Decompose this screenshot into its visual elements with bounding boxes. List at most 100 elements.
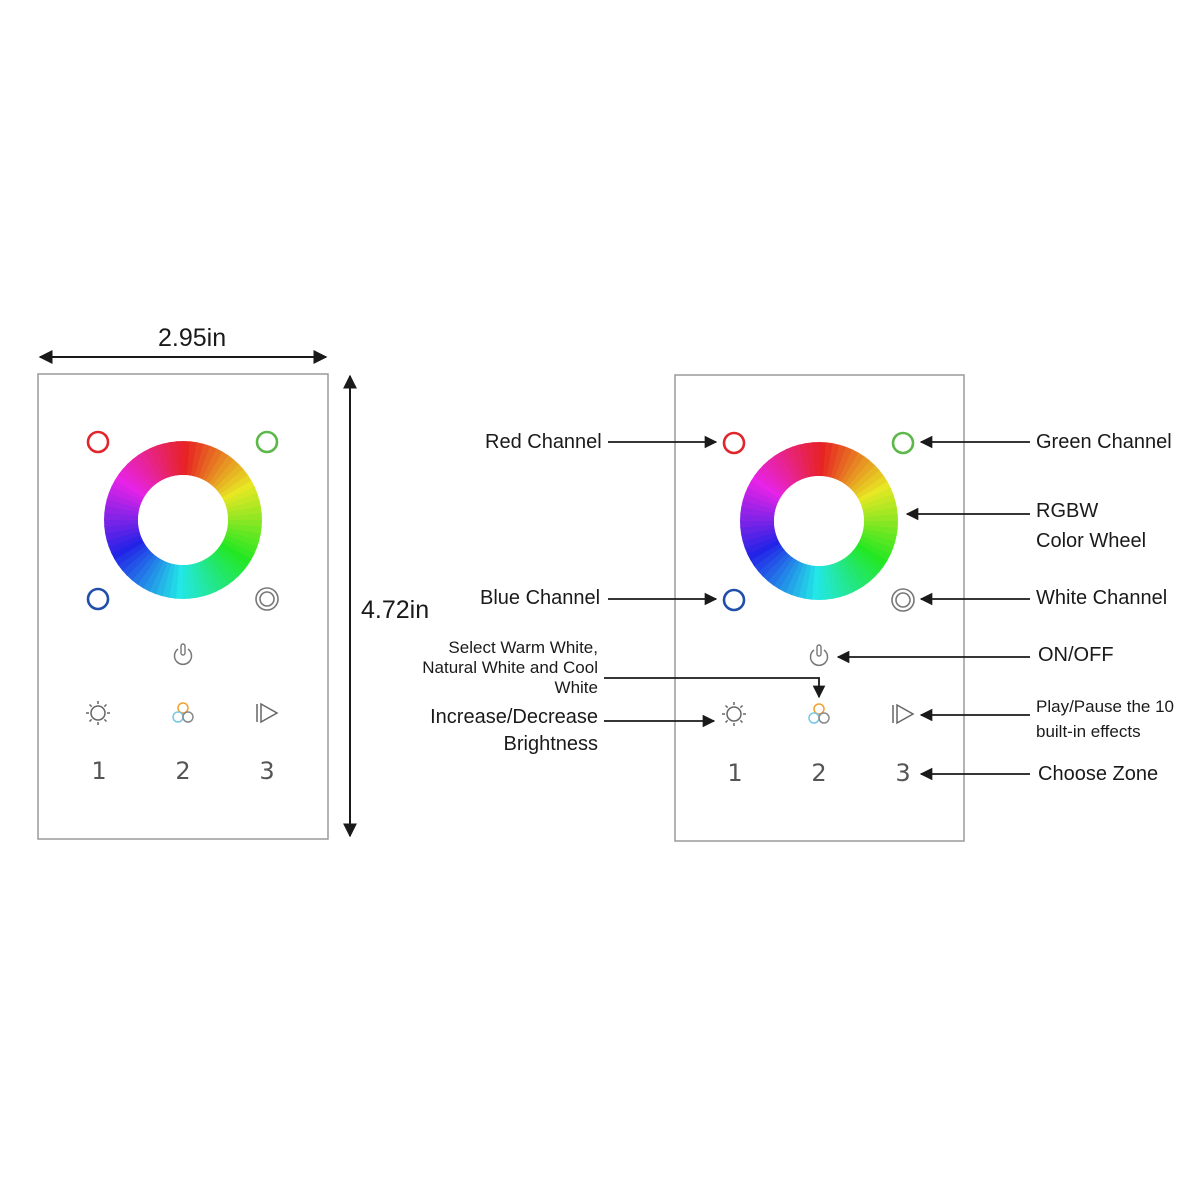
left-wheel-segment bbox=[137, 451, 162, 484]
left-wheel-segment bbox=[223, 535, 258, 555]
right-wheel-segment bbox=[857, 540, 891, 562]
rgbw-label-line2: Color Wheel bbox=[1036, 530, 1147, 552]
left-wheel-segment bbox=[190, 563, 204, 598]
right-zone-2-button[interactable]: 2 bbox=[811, 759, 827, 787]
right-wheel-segment bbox=[861, 493, 896, 510]
right-zone-1-button[interactable]: 1 bbox=[727, 759, 743, 787]
left-wheel-segment bbox=[227, 523, 262, 535]
left-white-channel-icon[interactable] bbox=[255, 587, 279, 611]
left-wheel-segment bbox=[122, 463, 152, 492]
right-wheel-segment bbox=[855, 475, 888, 500]
left-wheel-segment bbox=[104, 505, 139, 517]
right-wheel-segment bbox=[785, 446, 805, 481]
left-wheel-segment bbox=[194, 443, 211, 478]
right-wheel-segment bbox=[772, 557, 797, 590]
right-wheel-segment bbox=[768, 455, 794, 487]
right-color-wheel[interactable] bbox=[740, 442, 898, 600]
right-brightness-icon[interactable] bbox=[722, 702, 746, 726]
right-power-icon[interactable] bbox=[809, 644, 829, 667]
right-play-pause-icon[interactable] bbox=[892, 703, 915, 725]
left-green-channel-icon[interactable] bbox=[255, 430, 279, 454]
left-wheel-segment bbox=[108, 485, 143, 505]
left-wheel-segment bbox=[127, 458, 155, 489]
right-wheel-segment bbox=[757, 549, 788, 577]
right-wheel-segment bbox=[844, 555, 870, 587]
play-pause-label-line2: built-in effects bbox=[1036, 722, 1141, 741]
left-wheel-segment bbox=[202, 448, 224, 482]
right-white-channel-icon[interactable] bbox=[891, 588, 915, 612]
right-red-channel-icon[interactable] bbox=[722, 431, 746, 455]
select-white-callout bbox=[604, 677, 826, 699]
right-wheel-segment bbox=[779, 448, 801, 483]
left-wheel-segment bbox=[104, 518, 139, 527]
left-wheel-segment bbox=[105, 527, 140, 541]
left-brightness-icon[interactable] bbox=[86, 701, 110, 725]
right-wheel-segment bbox=[804, 565, 816, 600]
left-wheel-segment bbox=[221, 539, 255, 561]
right-panel-controls bbox=[722, 431, 915, 726]
left-wheel-segment bbox=[136, 556, 161, 589]
right-wheel-segment bbox=[744, 486, 779, 506]
right-wheel-segment bbox=[857, 481, 892, 503]
right-wheel-segment bbox=[754, 469, 785, 496]
right-wheel-segment bbox=[746, 539, 781, 561]
right-wheel-segment bbox=[862, 500, 897, 514]
select-white-label-line3: White bbox=[554, 678, 598, 697]
right-wheel-segment bbox=[817, 565, 826, 600]
left-wheel-segment bbox=[175, 564, 183, 599]
right-wheel-segment bbox=[741, 528, 776, 542]
right-wheel-segment bbox=[841, 452, 866, 485]
left-wheel-segment bbox=[227, 513, 262, 522]
right-wheel-segment bbox=[863, 521, 898, 529]
left-white-select-icon[interactable] bbox=[172, 702, 194, 723]
right-wheel-segment bbox=[850, 465, 881, 493]
left-wheel-segment bbox=[214, 464, 245, 492]
right-wheel-segment bbox=[778, 559, 800, 593]
left-blue-channel-icon[interactable] bbox=[86, 587, 110, 611]
left-wheel-segment bbox=[226, 527, 261, 542]
left-zone-1-button[interactable]: 1 bbox=[91, 757, 107, 785]
right-wheel-segment bbox=[847, 460, 876, 490]
width-dimension-label: 2.95in bbox=[158, 324, 227, 352]
right-wheel-segment bbox=[826, 564, 840, 599]
left-zone-2-button[interactable]: 2 bbox=[175, 757, 191, 785]
right-zone-3-button[interactable]: 3 bbox=[895, 759, 911, 787]
right-wheel-segment bbox=[784, 561, 804, 596]
left-wheel-segment bbox=[161, 563, 176, 598]
right-wheel-segment bbox=[740, 513, 775, 521]
left-wheel-segment bbox=[208, 455, 235, 486]
right-white-select-icon[interactable] bbox=[808, 703, 830, 724]
left-wheel-segment bbox=[198, 445, 218, 480]
right-wheel-segment bbox=[767, 555, 794, 586]
left-wheel-segment bbox=[118, 468, 149, 495]
left-wheel-segment bbox=[143, 447, 165, 482]
right-wheel-segment bbox=[773, 452, 798, 485]
right-wheel-segment bbox=[741, 499, 776, 514]
left-wheel-center bbox=[138, 475, 228, 565]
left-wheel-segment bbox=[217, 469, 249, 495]
left-wheel-segment bbox=[217, 545, 248, 572]
left-wheel-segment bbox=[117, 545, 149, 571]
left-wheel-segment bbox=[219, 474, 252, 499]
left-color-wheel[interactable] bbox=[104, 441, 262, 599]
green-channel-label: Green Channel bbox=[1036, 431, 1172, 453]
left-wheel-segment bbox=[105, 498, 140, 513]
right-wheel-segment bbox=[791, 563, 808, 598]
right-wheel-segment bbox=[847, 552, 875, 583]
left-power-icon[interactable] bbox=[173, 643, 193, 666]
blue-channel-label: Blue Channel bbox=[480, 587, 601, 609]
right-blue-channel-icon[interactable] bbox=[722, 588, 746, 612]
right-wheel-segment bbox=[763, 459, 791, 490]
left-wheel-segment bbox=[108, 534, 143, 554]
right-green-channel-icon[interactable] bbox=[891, 431, 915, 455]
play-pause-label-line1: Play/Pause the 10 bbox=[1036, 697, 1174, 716]
left-play-pause-icon[interactable] bbox=[256, 702, 279, 724]
left-red-channel-icon[interactable] bbox=[86, 430, 110, 454]
left-wheel-segment bbox=[225, 492, 260, 509]
right-wheel-segment bbox=[750, 474, 783, 499]
left-zone-3-button[interactable]: 3 bbox=[259, 757, 275, 785]
right-wheel-segment bbox=[747, 480, 781, 502]
left-wheel-segment bbox=[205, 451, 230, 484]
